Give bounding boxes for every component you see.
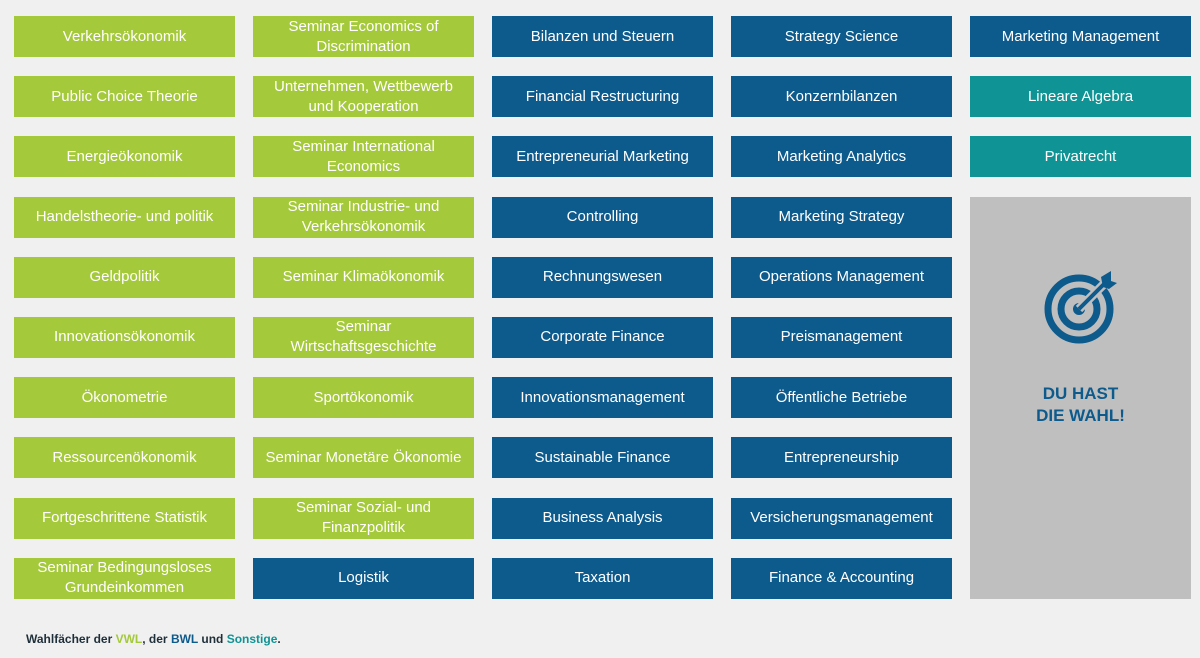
promo-line-2: DIE WAHL!	[1036, 405, 1125, 425]
promo-box: DU HAST DIE WAHL!	[970, 196, 1191, 599]
target-arrow-icon	[1044, 270, 1117, 344]
legend-prefix: Wahlfächer der	[26, 632, 116, 646]
legend-suffix: .	[277, 632, 281, 646]
course-tile: Taxation	[492, 557, 713, 599]
course-tile: Controlling	[492, 196, 713, 238]
course-tile: Financial Restructuring	[492, 76, 713, 118]
legend-bwl: BWL	[170, 632, 199, 646]
course-tile: Unternehmen, Wettbewerb und Kooperation	[253, 76, 474, 118]
course-tile: Verkehrsökonomik	[14, 16, 235, 57]
course-tile: Seminar Economics of Discrimination	[253, 16, 474, 57]
course-tile: Innovationsökonomik	[14, 316, 235, 358]
course-tile: Business Analysis	[492, 497, 713, 539]
legend-sep-1: , der	[142, 632, 171, 646]
course-tile: Seminar Klimaökonomik	[253, 256, 474, 298]
course-tile: Strategy Science	[731, 16, 952, 57]
course-tile: Versicherungsmanagement	[731, 497, 952, 539]
course-tile: Handelstheorie- und politik	[14, 196, 235, 238]
course-tile: Preismanagement	[731, 316, 952, 358]
course-tile: Seminar Industrie- und Verkehrsökonomik	[253, 196, 474, 238]
course-tile: Marketing Management	[970, 16, 1191, 57]
promo-text: DU HAST DIE WAHL!	[1036, 383, 1125, 427]
course-tile: Seminar Bedingungsloses Grundeinkommen	[14, 557, 235, 599]
legend: Wahlfächer der VWL, der BWL und Sonstige…	[26, 632, 281, 646]
course-tile: Finance & Accounting	[731, 557, 952, 599]
legend-sep-2: und	[198, 632, 227, 646]
course-tile: Logistik	[253, 557, 474, 599]
course-tile: Ökonometrie	[14, 377, 235, 419]
course-tile: Privatrecht	[970, 136, 1191, 178]
course-tile: Innovationsmanagement	[492, 377, 713, 419]
legend-vwl: VWL	[115, 632, 143, 646]
course-tile: Public Choice Theorie	[14, 76, 235, 118]
course-tile: Konzernbilanzen	[731, 76, 952, 118]
course-tile: Bilanzen und Steuern	[492, 16, 713, 57]
course-tile: Seminar Monetäre Ökonomie	[253, 437, 474, 479]
course-tile: Entrepreneurial Marketing	[492, 136, 713, 178]
course-tile: Seminar International Economics	[253, 136, 474, 178]
course-tile: Entrepreneurship	[731, 437, 952, 479]
course-tile: Seminar Sozial- und Finanzpolitik	[253, 497, 474, 539]
course-tile: Seminar Wirtschaftsgeschichte	[253, 316, 474, 358]
course-tile: Corporate Finance	[492, 316, 713, 358]
promo-line-1: DU HAST	[1042, 383, 1119, 403]
course-tile: Operations Management	[731, 256, 952, 298]
course-tile: Öffentliche Betriebe	[731, 377, 952, 419]
course-tile: Lineare Algebra	[970, 76, 1191, 118]
course-tile: Sustainable Finance	[492, 437, 713, 479]
course-tile: Ressourcenökonomik	[14, 437, 235, 479]
course-tile: Sportökonomik	[253, 377, 474, 419]
course-tile: Energieökonomik	[14, 136, 235, 178]
course-tile: Rechnungswesen	[492, 256, 713, 298]
course-tile: Geldpolitik	[14, 256, 235, 298]
legend-other: Sonstige	[226, 632, 278, 646]
course-tile: Marketing Strategy	[731, 196, 952, 238]
course-tile: Marketing Analytics	[731, 136, 952, 178]
course-tile: Fortgeschrittene Statistik	[14, 497, 235, 539]
